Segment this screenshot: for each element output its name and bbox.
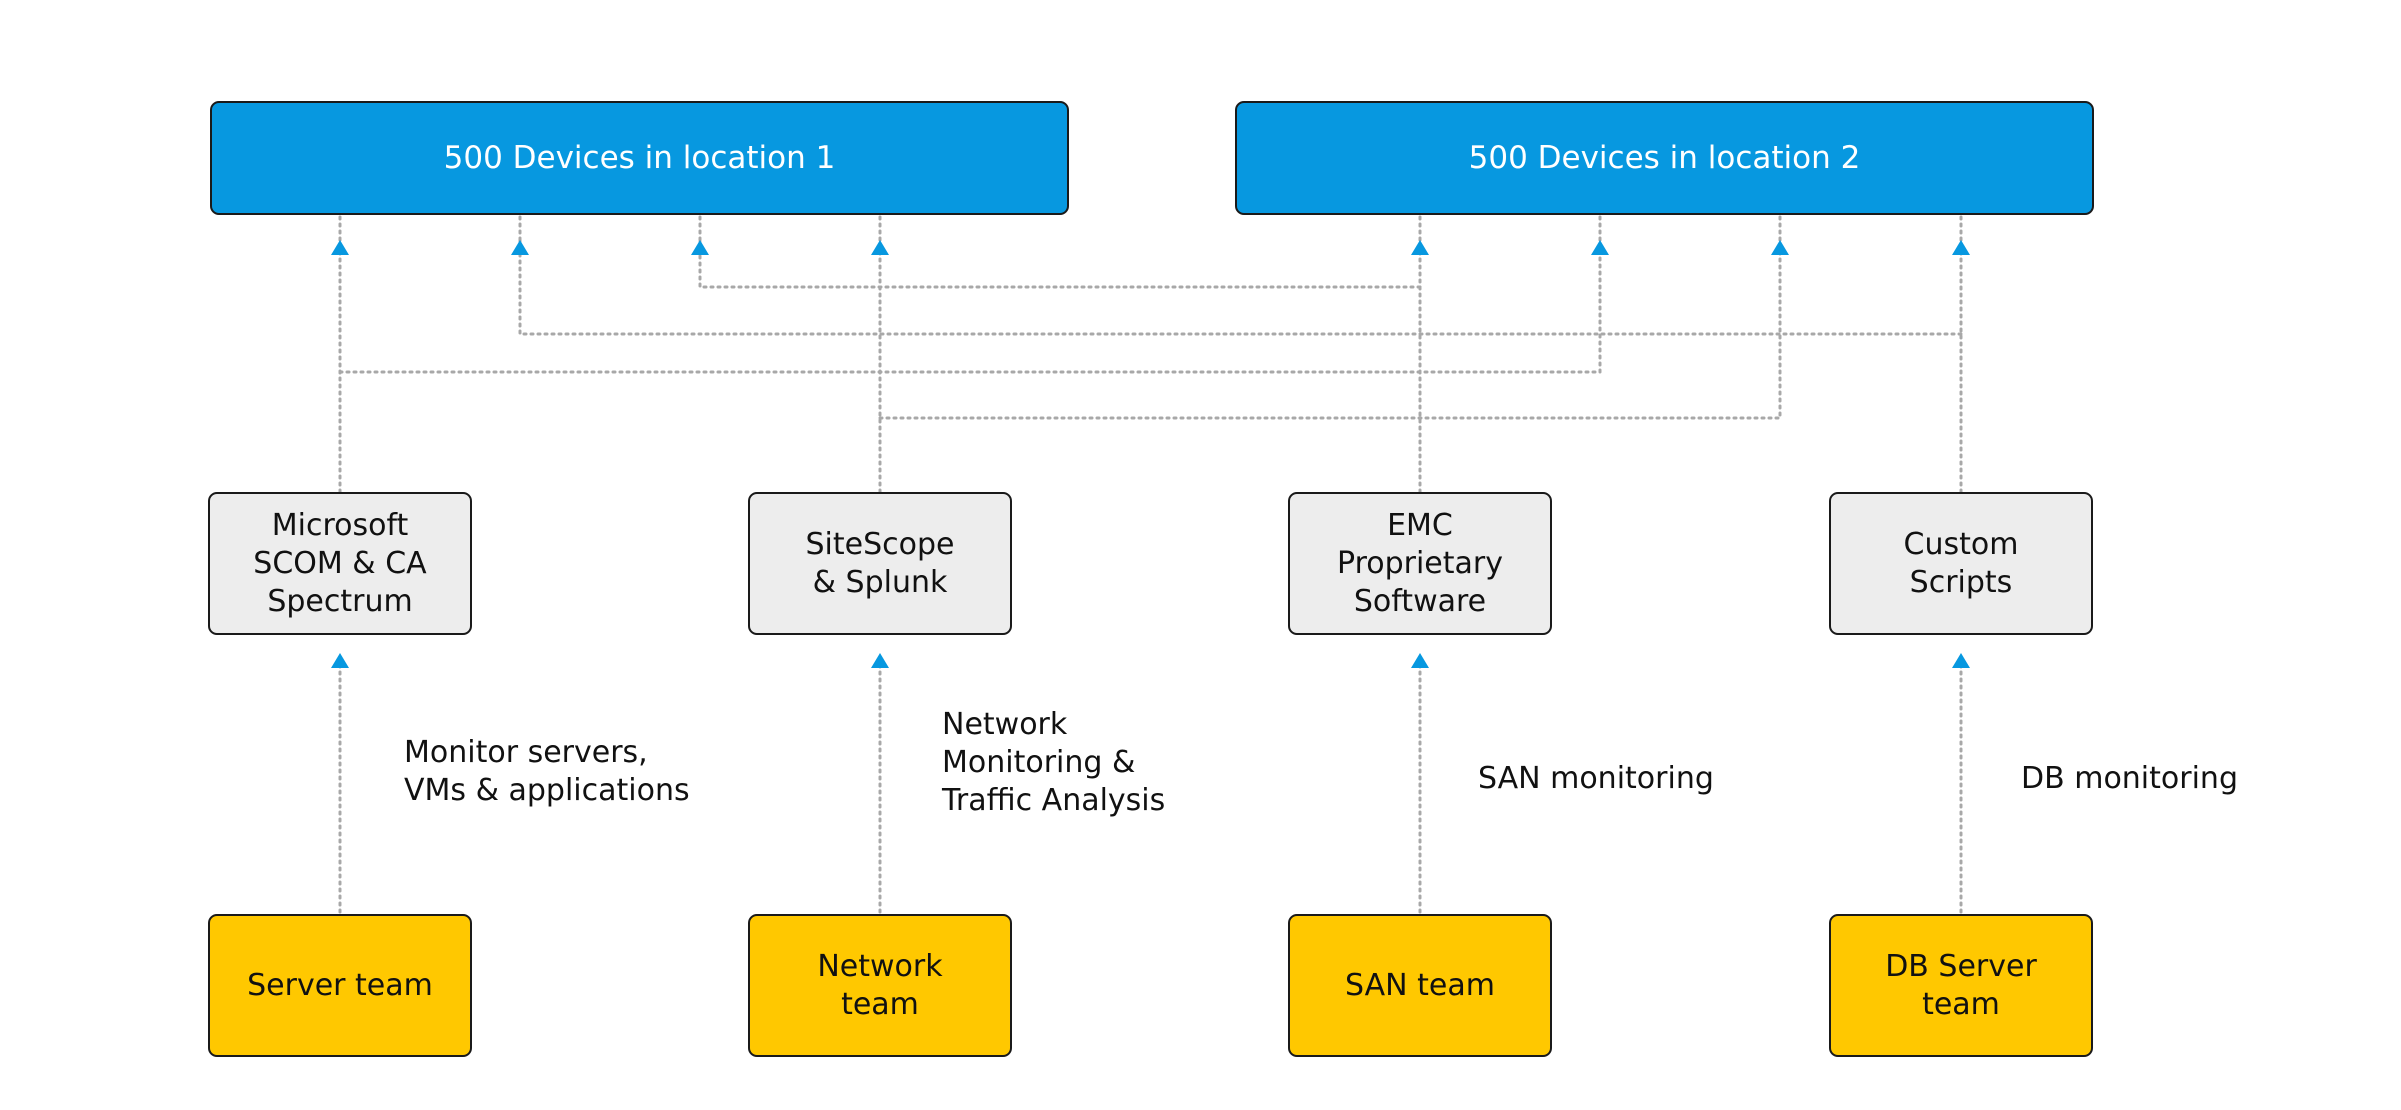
db-server-team-box: DB Server team [1829,914,2093,1057]
location-1-box: 500 Devices in location 1 [210,101,1069,215]
sitescope-to-location2-connector [878,238,1782,420]
connector-arrowhead-top-7 [1952,240,1970,255]
tool-emc-software-box: EMC Proprietary Software [1288,492,1552,635]
emc-to-location1-connector [698,238,1422,289]
server-team-box: Server team [208,914,472,1057]
annotation-server-monitoring: Monitor servers, VMs & applications [404,735,690,808]
tool-scom-spectrum-box: Microsoft SCOM & CA Spectrum [208,492,472,635]
connector-arrowhead-top-5 [1591,240,1609,255]
connector-arrowhead-top-3 [871,240,889,255]
location-2-box: 500 Devices in location 2 [1235,101,2094,215]
connector-arrowhead-bottom-1 [871,653,889,668]
network-team-box: Network team [748,914,1012,1057]
connector-arrowhead-top-0 [331,240,349,255]
tool-custom-scripts-box: Custom Scripts [1829,492,2093,635]
connector-arrowhead-bottom-2 [1411,653,1429,668]
annotation-san-monitoring: SAN monitoring [1478,761,1714,796]
scripts-to-location1-connector [518,238,1963,336]
connector-arrowhead-top-4 [1411,240,1429,255]
tool-sitescope-splunk-box: SiteScope & Splunk [748,492,1012,635]
connector-arrowhead-top-6 [1771,240,1789,255]
connector-arrowhead-bottom-3 [1952,653,1970,668]
san-team-box: SAN team [1288,914,1552,1057]
connector-arrowhead-top-1 [511,240,529,255]
annotation-db-monitoring: DB monitoring [2021,761,2238,796]
connector-arrowhead-top-2 [691,240,709,255]
scom-to-location2-connector [338,238,1602,374]
annotation-network-monitoring: Network Monitoring & Traffic Analysis [942,707,1166,818]
connector-arrowhead-bottom-0 [331,653,349,668]
